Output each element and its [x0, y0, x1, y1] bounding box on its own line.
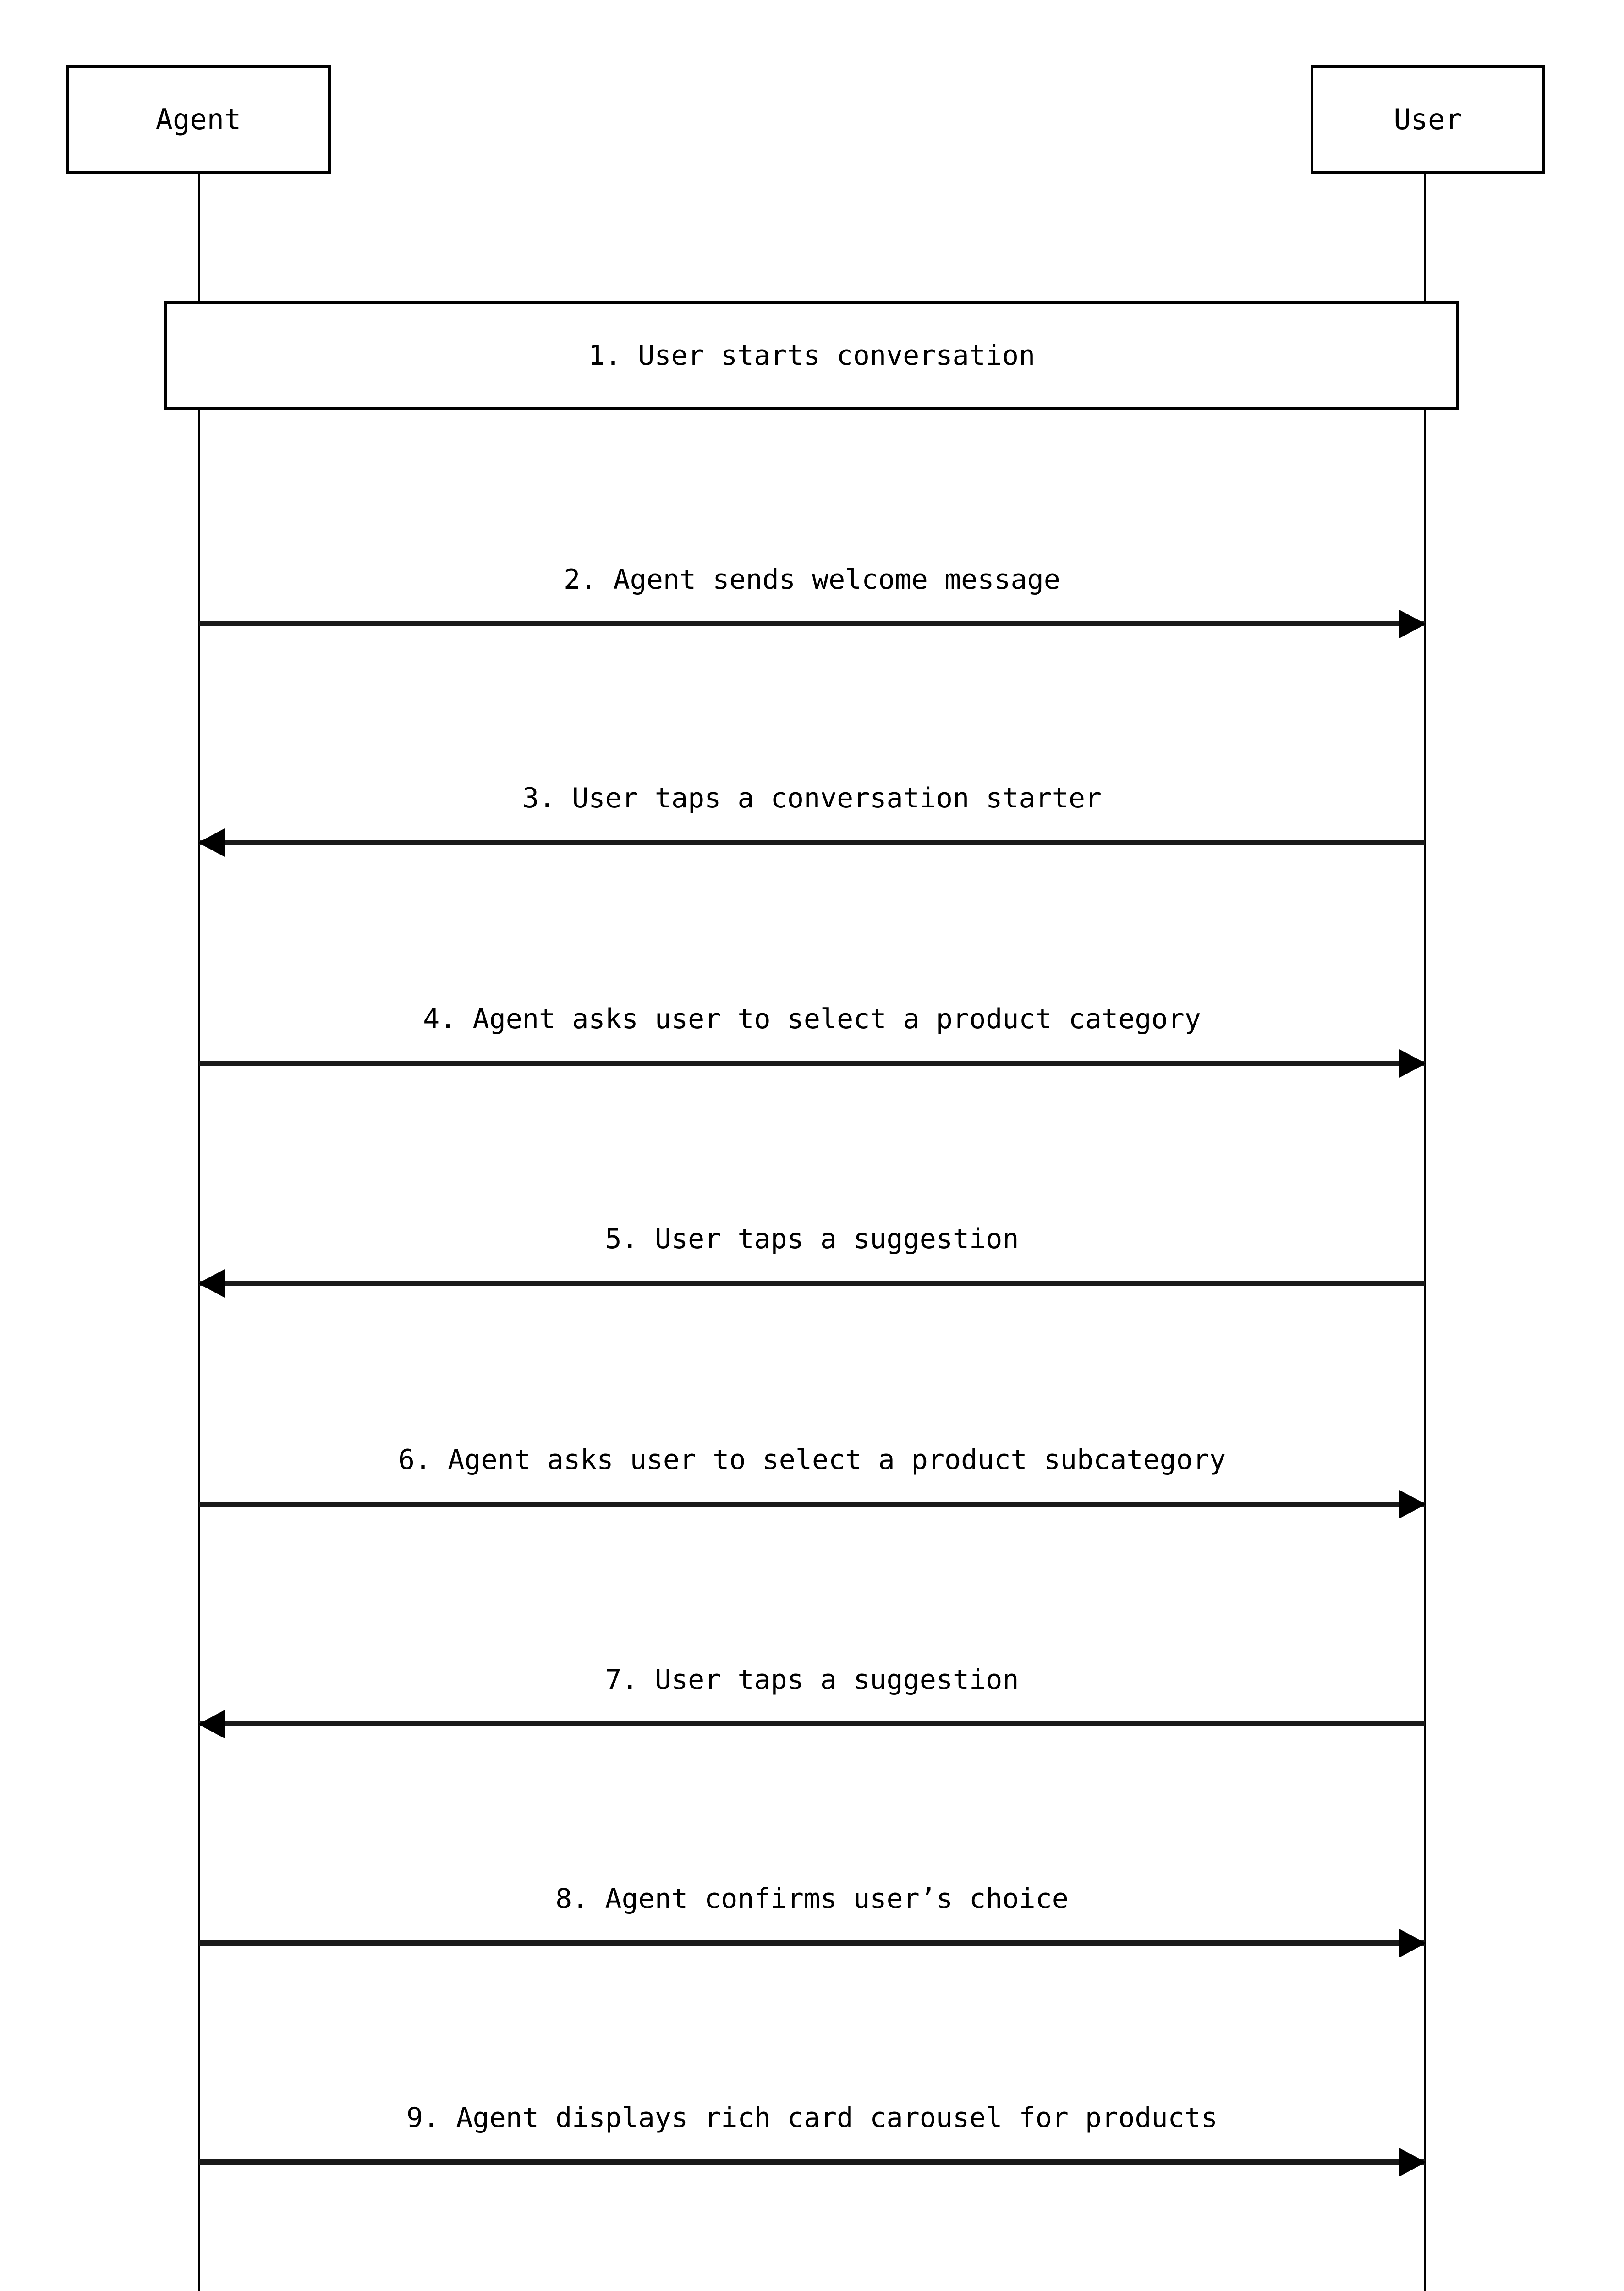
message-label-2: 2. Agent sends welcome message — [564, 564, 1060, 596]
message-line-2 — [199, 621, 1425, 626]
message-label-7: 7. User taps a suggestion — [605, 1664, 1019, 1696]
arrowhead-right-4 — [1399, 1049, 1426, 1078]
message-label-4: 4. Agent asks user to select a product c… — [423, 1003, 1201, 1035]
message-label-8: 8. Agent confirms user’s choice — [555, 1883, 1069, 1915]
lifeline-user — [1424, 174, 1426, 2291]
message-line-3 — [199, 840, 1425, 845]
self-message-label-1: 1. User starts conversation — [588, 340, 1036, 372]
participant-box-user-top[interactable]: User — [1311, 65, 1545, 174]
message-line-9 — [199, 2159, 1425, 2165]
message-line-6 — [199, 1502, 1425, 1507]
arrowhead-left-5 — [198, 1269, 225, 1298]
arrowhead-right-2 — [1399, 609, 1426, 639]
arrowhead-left-3 — [198, 828, 225, 857]
message-label-3: 3. User taps a conversation starter — [522, 782, 1102, 814]
message-line-8 — [199, 1940, 1425, 1946]
message-line-7 — [199, 1721, 1425, 1726]
participant-box-agent-top[interactable]: Agent — [66, 65, 331, 174]
arrowhead-right-6 — [1399, 1490, 1426, 1519]
participant-label-user-top: User — [1394, 103, 1462, 136]
message-label-5: 5. User taps a suggestion — [605, 1223, 1019, 1255]
arrowhead-right-8 — [1399, 1929, 1426, 1958]
message-label-9: 9. Agent displays rich card carousel for… — [406, 2102, 1218, 2134]
self-message-box-1[interactable]: 1. User starts conversation — [164, 301, 1459, 410]
arrowhead-right-9 — [1399, 2148, 1426, 2177]
message-line-5 — [199, 1281, 1425, 1286]
arrowhead-left-7 — [198, 1710, 225, 1739]
message-line-4 — [199, 1061, 1425, 1066]
lifeline-agent — [198, 174, 200, 2291]
message-label-6: 6. Agent asks user to select a product s… — [398, 1444, 1226, 1476]
participant-label-agent-top: Agent — [155, 103, 241, 136]
